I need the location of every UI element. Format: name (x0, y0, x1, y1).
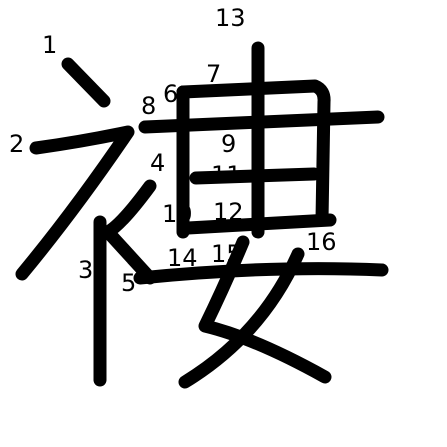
stroke-number-16: 16 (306, 228, 337, 256)
stroke-tick (101, 179, 157, 285)
stroke-number-7: 7 (206, 60, 221, 88)
stroke-dot (61, 57, 111, 108)
stroke-number-6: 6 (163, 80, 178, 108)
stroke-number-15: 15 (211, 240, 242, 268)
stroke-bottom-frame (181, 213, 337, 235)
stroke-number-2: 2 (9, 130, 24, 158)
stroke-hook (15, 125, 135, 281)
stroke-number-10: 10 (162, 200, 193, 228)
stroke-middle-horizontal (189, 167, 321, 185)
stroke-number-9: 9 (221, 130, 236, 158)
stroke-number-12: 12 (213, 198, 244, 226)
stroke-top-right-frame (176, 79, 331, 227)
stroke-number-5: 5 (121, 269, 136, 297)
stroke-number-1: 1 (42, 31, 57, 59)
stroke-number-labels: 1 2 3 4 5 6 7 8 9 10 11 12 13 14 15 16 (9, 4, 337, 297)
stroke-number-14: 14 (167, 244, 198, 272)
stroke-number-4: 4 (150, 149, 165, 177)
stroke-number-3: 3 (78, 256, 93, 284)
stroke-number-13: 13 (215, 4, 246, 32)
stroke-number-11: 11 (211, 161, 242, 189)
stroke-number-8: 8 (141, 92, 156, 120)
stroke-bottom-horizontal (133, 262, 389, 285)
character-strokes (15, 41, 389, 389)
